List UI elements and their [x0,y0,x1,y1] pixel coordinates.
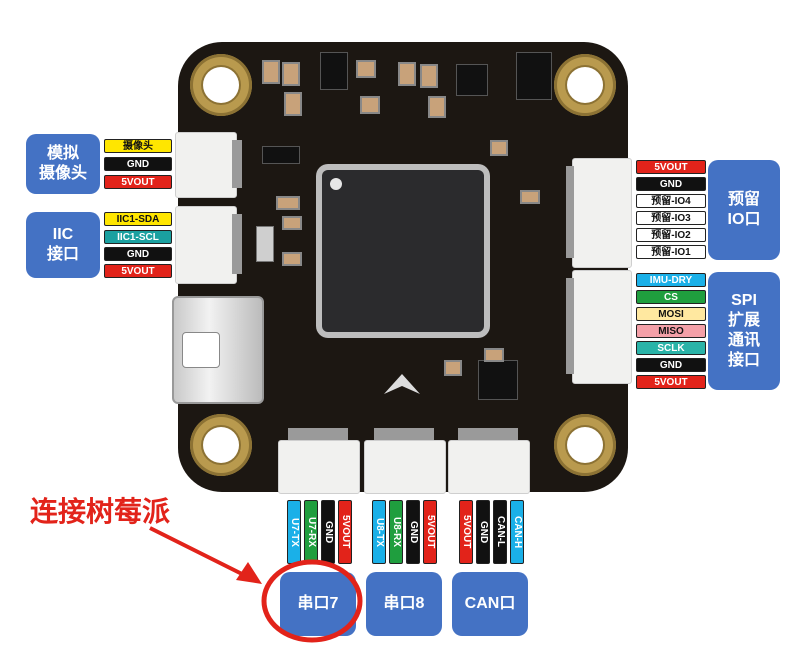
pin-label: CAN-L [493,500,507,564]
pin-label: 预留-IO2 [636,228,706,242]
uart7-group-box: 串口7 [280,572,356,636]
smd-component [520,190,540,204]
pin-label: 预留-IO3 [636,211,706,225]
smd-component [490,140,508,156]
smd-component [398,62,416,86]
flight-controller-board [178,42,628,492]
pin-label: 摄像头 [104,139,172,153]
mount-hole-bottom-left [190,414,252,476]
smd-component [262,60,280,84]
pin-label: GND [636,358,706,372]
io-group-box: 预留 IO口 [708,160,780,260]
pin-label: 5VOUT [104,175,172,189]
spi-group-box: SPI 扩展 通讯 接口 [708,272,780,390]
pin-label: U7-TX [287,500,301,564]
smd-component [360,96,380,114]
uart8-group-box: 串口8 [366,572,442,636]
iic-group-box: IIC 接口 [26,212,100,278]
io-connector-pins [566,166,574,258]
iic-connector [175,206,237,284]
smd-component [282,252,302,266]
raspberry-pi-annotation: 连接树莓派 [30,496,171,527]
can-connector [448,440,530,494]
pin-label: 5VOUT [459,500,473,564]
pin-label: GND [406,500,420,564]
arrow-icon [149,526,262,584]
smd-component [282,216,302,230]
pin-label: GND [636,177,706,191]
pin-label: 预留-IO1 [636,245,706,259]
camera-connector [175,132,237,198]
diode-component [262,146,300,164]
smd-component [444,360,462,376]
pin-label: U7-RX [304,500,318,564]
uart7-connector [278,440,360,494]
pin-label: IIC1-SDA [104,212,172,226]
pin-label: CAN-H [510,500,524,564]
mount-hole-bottom-right [554,414,616,476]
ic-component [516,52,552,100]
uart8-connector [364,440,446,494]
ic-component [320,52,348,90]
iic-connector-pins [232,214,242,274]
pin-label: IMU-DRY [636,273,706,287]
pin-label: GND [476,500,490,564]
board-arrow-icon [384,374,420,394]
uart8-connector-pins [374,428,434,440]
pin-label: CS [636,290,706,304]
mount-hole-top-left [190,54,252,116]
pin-label: 5VOUT [423,500,437,564]
pin-label: 5VOUT [104,264,172,278]
pin-label: U8-TX [372,500,386,564]
pin-label: SCLK [636,341,706,355]
smd-component [484,348,504,362]
io-connector [572,158,632,268]
can-connector-pins [458,428,518,440]
spi-connector [572,270,632,384]
pin-label: MOSI [636,307,706,321]
smd-component [282,62,300,86]
spi-connector-pins [566,278,574,374]
smd-component [428,96,446,118]
camera-connector-pins [232,140,242,188]
pin-label: U8-RX [389,500,403,564]
can-group-box: CAN口 [452,572,528,636]
pin-label: 5VOUT [636,160,706,174]
mount-hole-top-right [554,54,616,116]
ic-component [456,64,488,96]
highlight-ellipse-icon [261,559,363,643]
mcu-chip [322,170,484,332]
pin-label: MISO [636,324,706,338]
pin-label: GND [104,247,172,261]
smd-component [356,60,376,78]
pin-label: 预留-IO4 [636,194,706,208]
smd-component [276,196,300,210]
pin-label: IIC1-SCL [104,230,172,244]
crystal-component [256,226,274,262]
pin1-marker [330,178,342,190]
imu-chip [478,360,518,400]
pin-label: GND [104,157,172,171]
smd-component [420,64,438,88]
smd-component [284,92,302,116]
uart7-connector-pins [288,428,348,440]
pin-label: 5VOUT [636,375,706,389]
pin-label: 5VOUT [338,500,352,564]
pin-label: GND [321,500,335,564]
camera-group-box: 模拟 摄像头 [26,134,100,194]
usb-c-port [172,296,264,404]
